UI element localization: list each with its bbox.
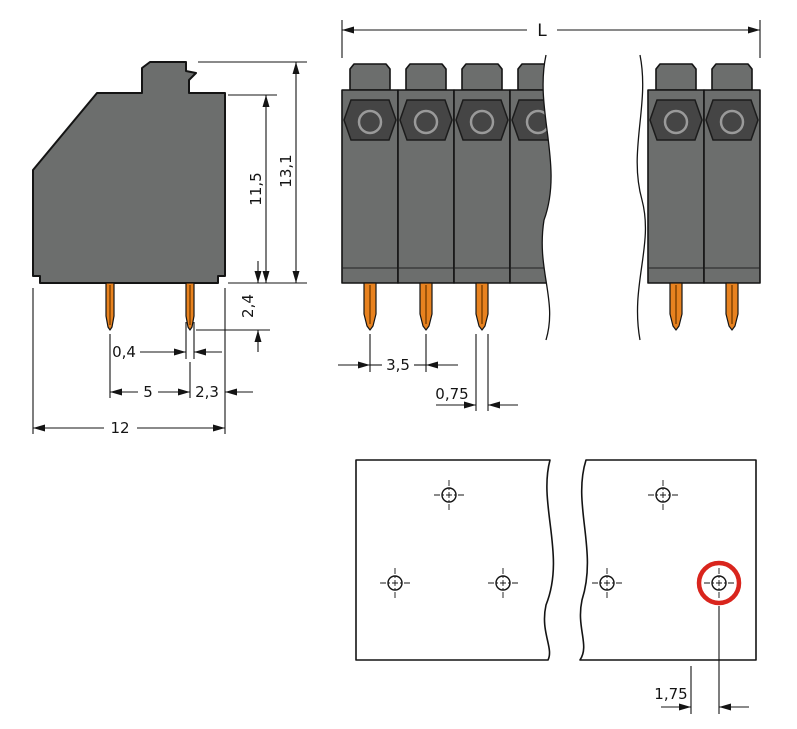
solder-pin <box>363 282 377 331</box>
pcb-outline-right <box>579 459 757 661</box>
dim-label-body-height: 11,5 <box>247 172 265 205</box>
front-view: L 3,5 0,75 <box>338 20 762 411</box>
dim-label-front-pin-width: 0,75 <box>435 385 468 403</box>
solder-pin <box>185 282 195 331</box>
label-plate <box>104 420 137 436</box>
dim-label-pin-width: 0,4 <box>112 343 136 361</box>
side-view: 13,1 11,5 2,4 0,4 5 2,3 12 <box>32 61 307 437</box>
terminal-unit <box>452 62 512 285</box>
pcb-outline-left <box>355 459 555 661</box>
solder-pin <box>725 282 739 331</box>
dim-label-pin-pitch: 5 <box>143 383 153 401</box>
solder-pin <box>105 282 115 331</box>
terminal-unit <box>646 62 706 285</box>
dim-label-overall-height: 13,1 <box>277 154 295 187</box>
solder-pin <box>475 282 489 331</box>
terminal-unit <box>702 62 762 285</box>
solder-pin <box>419 282 433 331</box>
dim-label-pole-pitch: 3,5 <box>386 356 410 374</box>
break-mask <box>542 55 646 340</box>
dim-label-pin-length: 2,4 <box>239 294 257 318</box>
terminal-unit <box>396 62 456 285</box>
highlight-circle <box>696 560 742 606</box>
break-line <box>541 54 552 341</box>
solder-pin <box>669 282 683 331</box>
terminal-side-profile <box>32 61 226 284</box>
dim-label-pin-to-edge: 2,3 <box>195 383 219 401</box>
terminal-unit <box>340 62 400 285</box>
dim-label-overall-length: L <box>537 21 547 41</box>
break-line <box>636 54 647 341</box>
drilling-plan: 1,75 <box>355 459 757 714</box>
dim-label-hole-offset: 1,75 <box>654 685 687 703</box>
dim-label-overall-depth: 12 <box>110 419 129 437</box>
